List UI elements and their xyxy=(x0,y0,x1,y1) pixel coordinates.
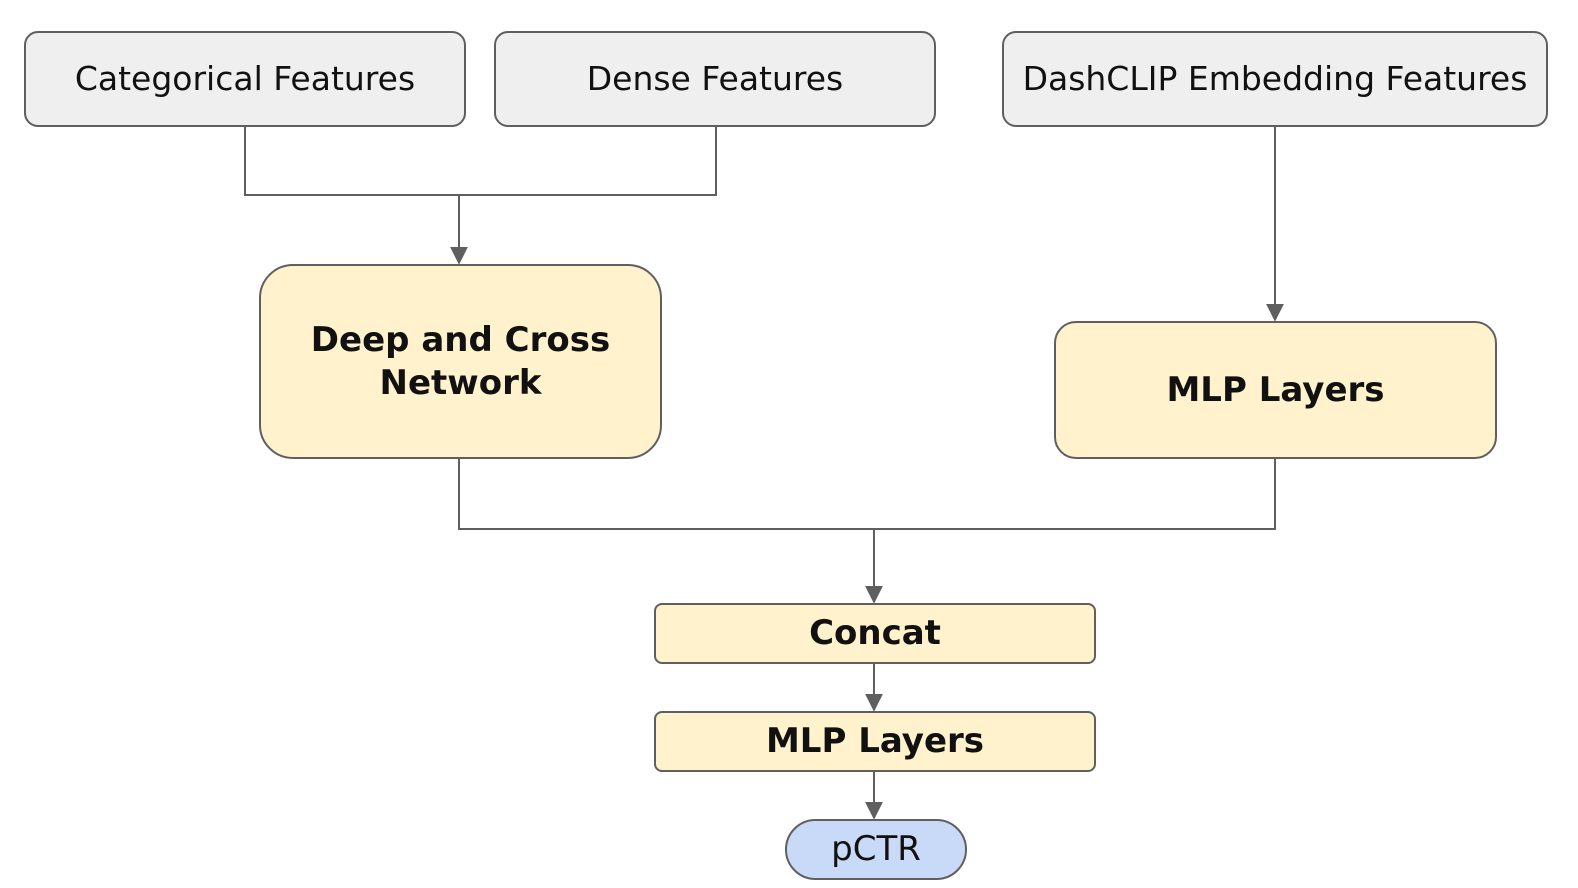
dashclip-embedding-features-node: DashCLIP Embedding Features xyxy=(1002,31,1548,127)
connector-mlp-layers-to-merge xyxy=(874,458,1276,530)
connector-categorical-to-merge xyxy=(244,126,459,196)
categorical-features-label: Categorical Features xyxy=(74,59,416,99)
mlp-layers-final-node: MLP Layers xyxy=(654,711,1096,772)
dashclip-embedding-features-label: DashCLIP Embedding Features xyxy=(1022,59,1528,99)
pctr-label: pCTR xyxy=(831,829,921,870)
mlp-layers-final-label: MLP Layers xyxy=(765,721,985,762)
deep-and-cross-network-node: Deep and Cross Network xyxy=(259,264,662,459)
connector-dense-to-merge xyxy=(459,126,717,196)
concat-label: Concat xyxy=(809,613,941,654)
categorical-features-node: Categorical Features xyxy=(24,31,466,127)
dense-features-label: Dense Features xyxy=(586,59,844,99)
pctr-node: pCTR xyxy=(785,819,967,880)
dense-features-node: Dense Features xyxy=(494,31,936,127)
mlp-layers-embedding-node: MLP Layers xyxy=(1054,321,1497,459)
mlp-layers-embedding-label: MLP Layers xyxy=(1166,369,1385,410)
concat-node: Concat xyxy=(654,603,1096,664)
connector-deep-and-cross-to-merge xyxy=(458,458,874,530)
deep-and-cross-network-label: Deep and Cross Network xyxy=(310,320,611,403)
